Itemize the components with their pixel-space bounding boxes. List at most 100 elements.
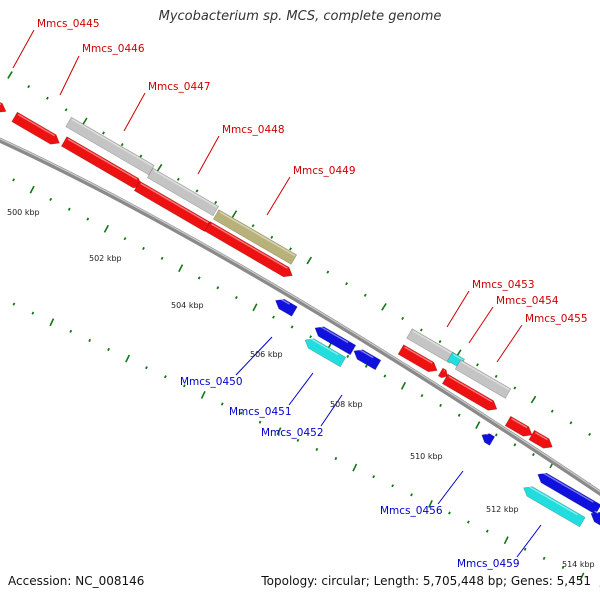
scale-minor-tick [363,293,367,297]
gene-rev-d[interactable] [588,509,600,526]
label-leader-line [12,29,35,69]
gene-mmcs-0446[interactable] [11,111,62,148]
gene-label-mmcs-0452[interactable]: Mmcs_0452 [261,427,324,439]
gene-mmcs-0447[interactable] [65,116,155,176]
scale-minor-tick [214,200,218,205]
gene-rev-a[interactable] [312,323,357,356]
scale-major-tick [352,463,358,472]
scale-minor-tick [102,131,105,135]
scale-major-tick [579,572,585,581]
gene-label-mmcs-0453[interactable]: Mmcs_0453 [472,279,535,291]
scale-minor-tick [326,270,330,274]
gene-fwd-inner-d[interactable] [397,344,440,376]
gene-fwd-inner-e[interactable] [437,367,449,380]
scale-minor-tick [410,493,413,497]
scale-minor-tick [523,547,527,551]
gene-label-mmcs-0459[interactable]: Mmcs_0459 [457,558,520,570]
gene-fwd-inner-g[interactable] [504,415,535,440]
scale-minor-tick [139,154,143,158]
scale-minor-tick [457,413,461,417]
gene-mmcs-0449[interactable] [212,209,298,265]
scale-major-tick [7,71,13,79]
gene-label-mmcs-0447[interactable]: Mmcs_0447 [148,81,211,93]
gene-mmcs-0450[interactable] [273,296,298,317]
scale-minor-tick [258,420,262,424]
scale-major-tick [156,163,163,172]
scale-minor-tick [494,433,498,437]
scale-minor-tick [364,364,368,368]
gene-label-mmcs-0446[interactable]: Mmcs_0446 [82,43,145,55]
gene-mmcs-0456[interactable] [479,431,496,446]
scale-minor-tick [438,340,442,344]
scale-ticks [7,71,600,587]
scale-minor-tick [476,363,479,367]
label-leader-line [320,394,343,427]
gene-fwd-inner-f[interactable] [441,373,499,414]
label-leader-line [59,55,80,96]
scale-minor-tick [439,403,442,408]
scale-minor-tick [176,177,180,181]
scale-minor-tick [27,85,31,89]
scale-minor-tick [383,374,387,378]
scale-label-510kbp: 510 kbp [410,452,443,461]
backbone [0,137,600,497]
gene-fwd-inner-h[interactable] [528,429,555,452]
gene-label-mmcs-0456[interactable]: Mmcs_0456 [380,505,443,517]
scale-minor-tick [550,409,554,413]
scale-major-tick [82,117,88,126]
label-leader-line [516,524,542,558]
gene-mmcs-0455[interactable] [454,359,512,399]
gene-label-mmcs-0448[interactable]: Mmcs_0448 [222,124,285,136]
gene-mmcs-0459[interactable] [521,483,586,528]
scale-minor-tick [420,394,424,398]
label-leader-lines [12,29,542,558]
scale-minor-tick [107,347,111,352]
gene-label-mmcs-0445[interactable]: Mmcs_0445 [37,18,100,30]
scale-major-tick [400,381,407,390]
scale-minor-tick [290,325,294,329]
gene-label-mmcs-0451[interactable]: Mmcs_0451 [229,406,292,418]
scale-minor-tick [216,286,220,290]
gene-mmcs-0445[interactable] [0,99,9,116]
gene-mmcs-0451[interactable] [302,335,347,368]
scale-minor-tick [419,328,423,332]
scale-minor-tick [448,511,451,515]
scale-minor-tick [485,529,489,533]
gene-mmcs-0453[interactable] [406,328,456,364]
scale-minor-tick [542,556,546,561]
scale-minor-tick [142,246,145,251]
gene-fwd-inner-c[interactable] [204,221,295,281]
scale-minor-tick [45,96,49,100]
scale-minor-tick [588,432,592,436]
gene-label-mmcs-0455[interactable]: Mmcs_0455 [525,313,588,325]
scale-minor-tick [69,329,73,333]
scale-minor-tick [145,366,148,370]
label-leader-line [446,290,470,328]
gene-label-mmcs-0449[interactable]: Mmcs_0449 [293,165,356,177]
scale-minor-tick [12,302,16,306]
scale-minor-tick [123,237,127,241]
gene-label-mmcs-0454[interactable]: Mmcs_0454 [496,295,559,307]
scale-major-tick [231,210,238,218]
scale-major-tick [306,256,312,265]
scale-major-tick [200,390,206,399]
gene-label-mmcs-0450[interactable]: Mmcs_0450 [180,376,243,388]
scale-label-512kbp: 512 kbp [486,505,519,514]
gene-labels: Mmcs_0445 Mmcs_0446 Mmcs_0447 Mmcs_0448 … [37,18,588,570]
scale-minor-tick [197,276,201,280]
label-leader-line [468,306,494,344]
scale-minor-tick [235,295,238,300]
scale-label-514kbp: 514 kbp [562,560,595,569]
label-leader-line [437,470,464,505]
gene-rev-b[interactable] [351,346,382,371]
gene-mmcs-0448[interactable] [146,167,220,217]
scale-label-504kbp: 504 kbp [171,301,204,310]
scale-minor-tick [315,447,319,451]
scale-minor-tick [569,421,573,425]
label-leader-line [197,135,220,175]
scale-major-tick [178,264,184,273]
scale-minor-tick [239,411,243,415]
scale-minor-tick [195,189,199,193]
scale-minor-tick [88,338,92,342]
